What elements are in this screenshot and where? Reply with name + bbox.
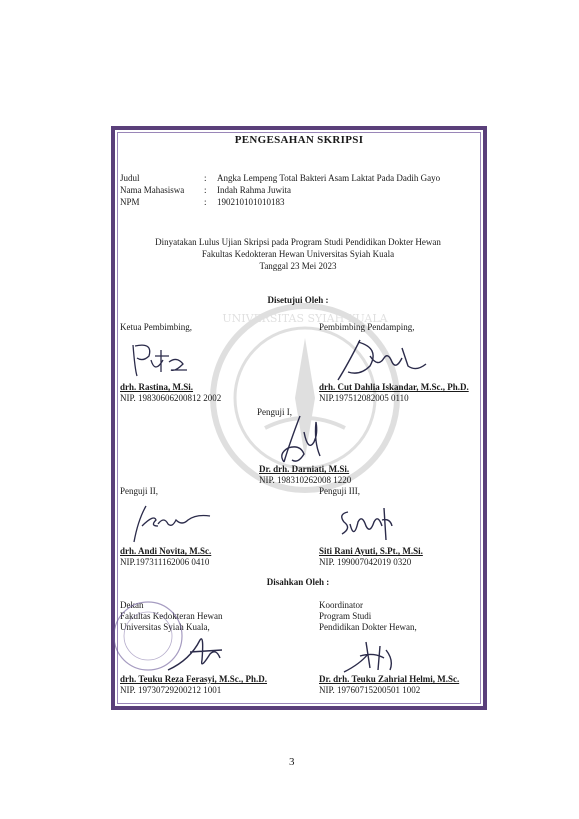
penguji3-role: Penguji III, [319,486,360,496]
pendamping-name: drh. Cut Dahlia Iskandar, M.Sc., Ph.D. [319,382,469,392]
ketua-name: drh. Rastina, M.Si. [120,382,194,392]
dekan-signature [167,638,223,671]
penguji3-name: Siti Rani Ayuti, S.Pt., M.Si. [319,546,423,556]
ketua-signature [132,344,187,377]
watermark-text: UNIVERSITAS SYIAH KUALA [222,312,388,325]
koordinator-signature [343,641,393,673]
penguji2-role: Penguji II, [120,486,158,496]
field-sep-student-name: : [204,185,207,195]
statement-line-1: Dinyatakan Lulus Ujian Skripsi pada Prog… [155,237,441,247]
field-value-title: Angka Lempeng Total Bakteri Asam Laktat … [217,173,441,183]
document-inner-border [117,132,481,704]
dekan-role-line-3: Universitas Syiah Kuala, [120,622,210,632]
field-value-npm: 190210101010183 [217,197,285,207]
penguji2-name: drh. Andi Novita, M.Sc. [120,546,212,556]
page-number: 3 [289,756,295,768]
university-watermark-logo: UNIVERSITAS SYIAH KUALA [210,303,400,493]
field-sep-title: : [204,173,207,183]
document-border [111,126,487,710]
pendamping-role: Pembimbing Pendamping, [319,322,415,332]
penguji1-name: Dr. drh. Darniati, M.Si. [259,464,350,474]
ketua-nip: NIP. 19830606200812 2002 [120,393,222,403]
koordinator-nip: NIP. 19760715200501 1002 [319,685,421,695]
pendamping-signature [337,339,427,381]
koordinator-role-line-1: Koordinator [319,600,363,610]
penguji3-nip: NIP. 199007042019 0320 [319,557,412,567]
faculty-stamp [113,601,183,671]
dekan-role-line-1: Dekan [120,600,144,610]
field-value-student-name: Indah Rahma Juwita [217,185,291,195]
field-label-npm: NPM [120,197,140,207]
penguji1-signature [281,415,321,463]
ketua-role: Ketua Pembimbing, [120,322,192,332]
dekan-name: drh. Teuku Reza Ferasyi, M.Sc., Ph.D. [120,674,268,684]
field-label-title: Judul [120,173,140,183]
dekan-nip: NIP. 19730729200212 1001 [120,685,222,695]
statement-date: Tanggal 23 Mei 2023 [259,261,337,271]
dekan-role-line-2: Fakultas Kedokteran Hewan [120,611,223,621]
penguji1-nip: NIP. 198310262008 1220 [259,475,352,485]
koordinator-role-line-3: Pendidikan Dokter Hewan, [319,622,417,632]
ratified-heading: Disahkan Oleh : [266,577,330,587]
pendamping-nip: NIP.197512082005 0110 [319,393,409,403]
koordinator-role-line-2: Program Studi [319,611,372,621]
statement-line-2: Fakultas Kedokteran Hewan Universitas Sy… [201,249,395,259]
page-title: PENGESAHAN SKRIPSI [234,134,364,146]
approved-heading: Disetujui Oleh : [267,295,329,305]
field-sep-npm: : [204,197,207,207]
penguji3-signature [341,507,393,541]
penguji2-nip: NIP.197311162006 0410 [120,557,210,567]
penguji2-signature [133,505,211,543]
penguji1-role: Penguji I, [257,407,292,417]
koordinator-name: Dr. drh. Teuku Zahrial Helmi, M.Sc. [319,674,460,684]
field-label-student-name: Nama Mahasiswa [120,185,185,195]
